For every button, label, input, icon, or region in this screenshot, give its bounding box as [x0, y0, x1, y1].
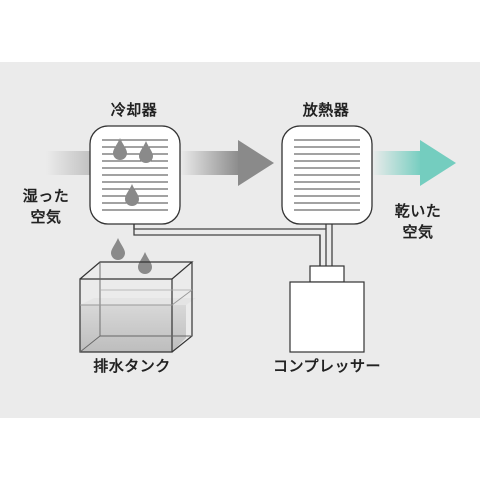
compressor-label: コンプレッサー: [272, 357, 382, 375]
dry-air-label-line1: 乾いた: [394, 202, 442, 220]
cooled-air-arrow: [180, 140, 274, 186]
humid-air-label-line2: 空気: [30, 208, 62, 226]
dry-air-label-line2: 空気: [402, 223, 434, 241]
water-drop-icon: [125, 184, 139, 206]
drain-tank: [79, 261, 196, 353]
humid-air-label-line1: 湿った: [22, 187, 70, 205]
water-drop-icon: [139, 141, 153, 163]
dry-air-arrow: [372, 140, 456, 186]
water-drop-icon: [138, 252, 152, 274]
radiator-unit: [281, 125, 373, 225]
diagram-background: [0, 62, 480, 418]
cooler-unit: [89, 125, 181, 225]
water-drop-icon: [111, 238, 125, 260]
water-drop-icon: [113, 138, 127, 160]
radiator-label: 放熱器: [302, 101, 350, 119]
compressor-unit: [289, 265, 365, 353]
cooler-label: 冷却器: [110, 101, 158, 119]
refrigerant-pipe: [133, 222, 333, 266]
drain-tank-label: 排水タンク: [93, 357, 171, 375]
